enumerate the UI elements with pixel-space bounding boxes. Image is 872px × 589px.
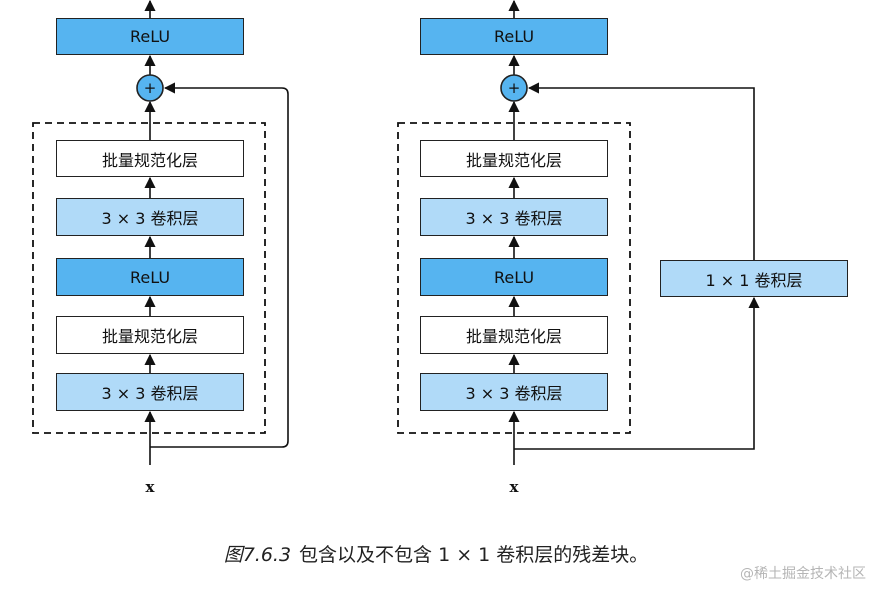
right-batchnorm-lower: 批量规范化层 bbox=[420, 316, 608, 354]
left-dashed-frame bbox=[32, 122, 266, 434]
figure-caption: 图7.6.3 包含以及不包含 1 × 1 卷积层的残差块。 bbox=[0, 540, 872, 567]
right-conv3x3-lower: 3 × 3 卷积层 bbox=[420, 373, 608, 411]
left-input-x: x bbox=[145, 478, 155, 496]
right-shortcut-to-1x1-conv bbox=[514, 296, 760, 450]
right-batchnorm-upper: 批量规范化层 bbox=[420, 140, 608, 177]
left-relu-inner: ReLU bbox=[56, 258, 244, 296]
right-conv3x3-upper: 3 × 3 卷积层 bbox=[420, 198, 608, 236]
right-conv1x1-shortcut: 1 × 1 卷积层 bbox=[660, 260, 848, 297]
right-plus-node bbox=[500, 74, 528, 102]
figure-number: 图7.6.3 bbox=[223, 544, 292, 566]
watermark: @稀土掘金技术社区 bbox=[740, 566, 866, 582]
left-batchnorm-lower: 批量规范化层 bbox=[56, 316, 244, 354]
left-plus-sign: + bbox=[144, 79, 157, 97]
right-plus-sign: + bbox=[508, 79, 521, 97]
figure-caption-text: 包含以及不包含 1 × 1 卷积层的残差块。 bbox=[299, 544, 649, 566]
left-batchnorm-upper: 批量规范化层 bbox=[56, 140, 244, 177]
left-plus-node bbox=[136, 74, 164, 102]
left-residual-block-lines: + bbox=[32, 0, 289, 465]
right-input-x: x bbox=[509, 478, 519, 496]
left-skip-connection bbox=[150, 82, 289, 448]
right-relu-inner: ReLU bbox=[420, 258, 608, 296]
right-residual-block-lines: + bbox=[397, 0, 760, 465]
right-dashed-frame bbox=[397, 122, 631, 434]
left-conv3x3-upper: 3 × 3 卷积层 bbox=[56, 198, 244, 236]
left-relu-output: ReLU bbox=[56, 18, 244, 55]
left-conv3x3-lower: 3 × 3 卷积层 bbox=[56, 373, 244, 411]
right-1x1-conv-to-plus bbox=[527, 82, 755, 260]
right-relu-output: ReLU bbox=[420, 18, 608, 55]
